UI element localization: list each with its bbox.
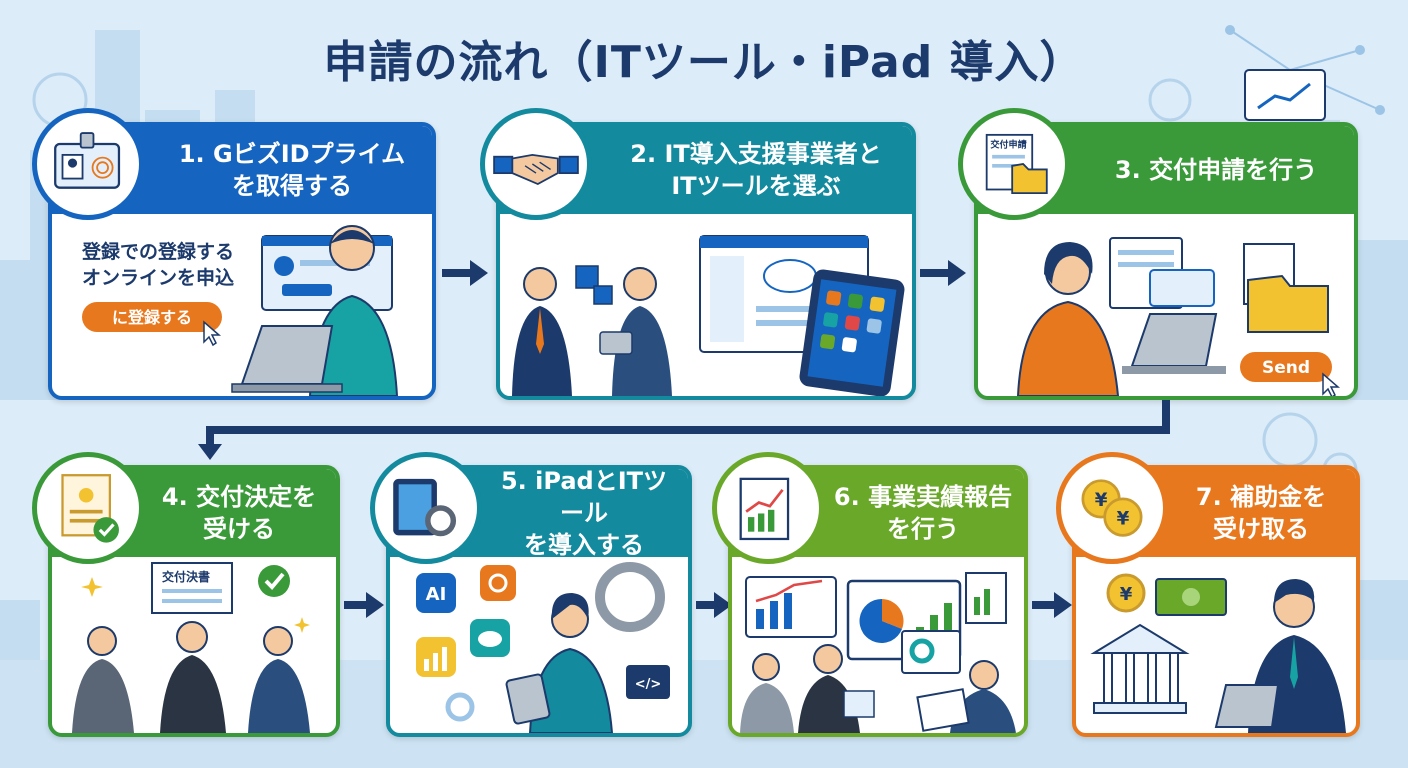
yen-coin-icon	[1106, 573, 1146, 613]
chat-bubble-icon	[1149, 269, 1215, 307]
person-meeting	[740, 683, 794, 733]
step-2-number: 2.	[630, 140, 657, 168]
step-1-register-label: に登録する	[112, 308, 192, 327]
tablet-icon	[599, 331, 633, 355]
gear-icon	[445, 692, 475, 722]
step-1-line1: GビズIDプライム	[213, 140, 406, 168]
step-4-number: 4.	[161, 483, 188, 511]
step-5-badge	[370, 452, 482, 564]
step-6-badge	[712, 452, 824, 564]
step-7-title-line1: 7. 補助金を	[1196, 481, 1326, 513]
code-label: </>	[635, 677, 662, 692]
person-head	[623, 267, 657, 301]
yen-coins-icon: ¥ ¥	[1081, 479, 1143, 537]
laptop-icon	[240, 325, 334, 385]
arrow-4-to-5	[344, 592, 384, 618]
laptop-icon	[1214, 684, 1280, 728]
step-4-line1: 交付決定を	[196, 483, 317, 511]
step-6-illustration	[740, 572, 1016, 733]
cursor-icon	[1322, 372, 1341, 396]
businessman-icon	[612, 306, 672, 396]
certificate-paper	[151, 562, 233, 614]
step-7-line2: 受け取る	[1213, 515, 1309, 543]
step-1-line2: を取得する	[231, 172, 352, 200]
tablet-icon	[505, 673, 551, 725]
cloud-icon	[763, 259, 817, 293]
doc-label: 交付申請	[990, 139, 1026, 151]
step-6-line2: を行う	[887, 515, 959, 543]
tablet-gear-icon	[393, 478, 457, 537]
step-3-line1: 交付申請を行う	[1149, 156, 1318, 184]
box-icon	[575, 265, 599, 289]
step-6-title-line1: 6. 事業実績報告	[834, 481, 1012, 513]
step-6-line1: 事業実績報告	[868, 483, 1013, 511]
step-2-line1: IT導入支援事業者と	[664, 140, 882, 168]
arrow-5-to-6	[696, 592, 732, 618]
step-4-illustration: 交付決書	[72, 562, 310, 733]
arrow-6-to-7	[1032, 592, 1072, 618]
person-meeting	[798, 675, 860, 733]
person-cheering	[160, 655, 226, 733]
step-4-line2: 受ける	[203, 515, 275, 543]
step-2-illustration	[512, 235, 905, 396]
step-7-badge: ¥ ¥	[1056, 452, 1168, 564]
step-1-text1: 登録での登録する	[81, 240, 234, 263]
step-3-title-line1: 3. 交付申請を行う	[1115, 154, 1317, 186]
person-head	[523, 267, 557, 301]
step-3-badge: 交付申請	[958, 108, 1070, 220]
step-4-badge	[32, 452, 144, 564]
step-7-line1: 補助金を	[1230, 483, 1327, 511]
person-cheering	[248, 659, 310, 733]
arrow-2-to-3	[920, 260, 966, 286]
step-1-register-button[interactable]: に登録する	[82, 302, 222, 332]
laptop-icon	[1130, 313, 1218, 367]
step-1-badge	[32, 108, 144, 220]
businessman-icon	[512, 306, 572, 396]
document-folder-icon: 交付申請	[985, 133, 1048, 195]
yen-symbol: ¥	[1095, 490, 1108, 511]
step-5-line1: iPadとITツール	[535, 467, 668, 527]
step-4-title-line1: 4. 交付決定を	[162, 481, 316, 513]
step-1-number: 1.	[178, 140, 205, 168]
id-card-icon	[54, 132, 121, 189]
code-window-icon	[626, 665, 670, 699]
step-1-text2: オンラインを申込	[82, 266, 234, 289]
step-5-line2: を導入する	[524, 531, 644, 559]
certificate-label: 交付決書	[162, 569, 210, 584]
step-2-badge	[480, 108, 592, 220]
bank-icon	[1090, 623, 1190, 654]
yen-symbol: ¥	[1117, 508, 1130, 529]
page-title: 申請の流れ（ITツール・iPad 導入）	[323, 37, 1085, 88]
ai-label: AI	[426, 584, 447, 605]
step-1-title-line1: 1. GビズIDプライム	[179, 138, 405, 170]
step-5-number: 5.	[500, 467, 527, 495]
send-label: Send	[1262, 358, 1310, 378]
step-3-illustration: Send	[1016, 237, 1341, 396]
person-cheering	[72, 659, 134, 733]
step-card-5: 5. iPadとITツール を導入する AI </>	[386, 465, 692, 737]
gear-icon	[595, 562, 665, 632]
folder-icon	[1247, 274, 1329, 333]
report-chart-icon	[739, 477, 790, 541]
arrow-1-to-2	[442, 260, 488, 286]
certificate-icon	[61, 474, 119, 543]
ai-app-icon	[416, 573, 456, 613]
step-5-title-line1: 5. iPadとITツール	[490, 467, 678, 529]
settings-app-icon	[480, 565, 516, 601]
step-2-line2: ITツールを選ぶ	[671, 172, 841, 200]
step-2-title-line1: 2. IT導入支援事業者と	[630, 138, 882, 170]
step-3-number: 3.	[1114, 156, 1141, 184]
step-7-number: 7.	[1195, 483, 1222, 511]
step-1-illustration: 登録での登録する オンラインを申込 に登録する	[81, 225, 399, 396]
send-button[interactable]: Send	[1240, 352, 1332, 382]
check-icon	[258, 565, 290, 597]
yen-symbol: ¥	[1120, 584, 1133, 605]
person-body	[1016, 300, 1120, 396]
step-5-illustration: AI </>	[416, 562, 670, 733]
arrow-3-to-4	[198, 400, 1170, 460]
step-6-number: 6.	[833, 483, 860, 511]
handshake-icon	[493, 153, 579, 186]
cursor-icon	[203, 320, 222, 347]
step-7-illustration: ¥	[1090, 573, 1346, 733]
